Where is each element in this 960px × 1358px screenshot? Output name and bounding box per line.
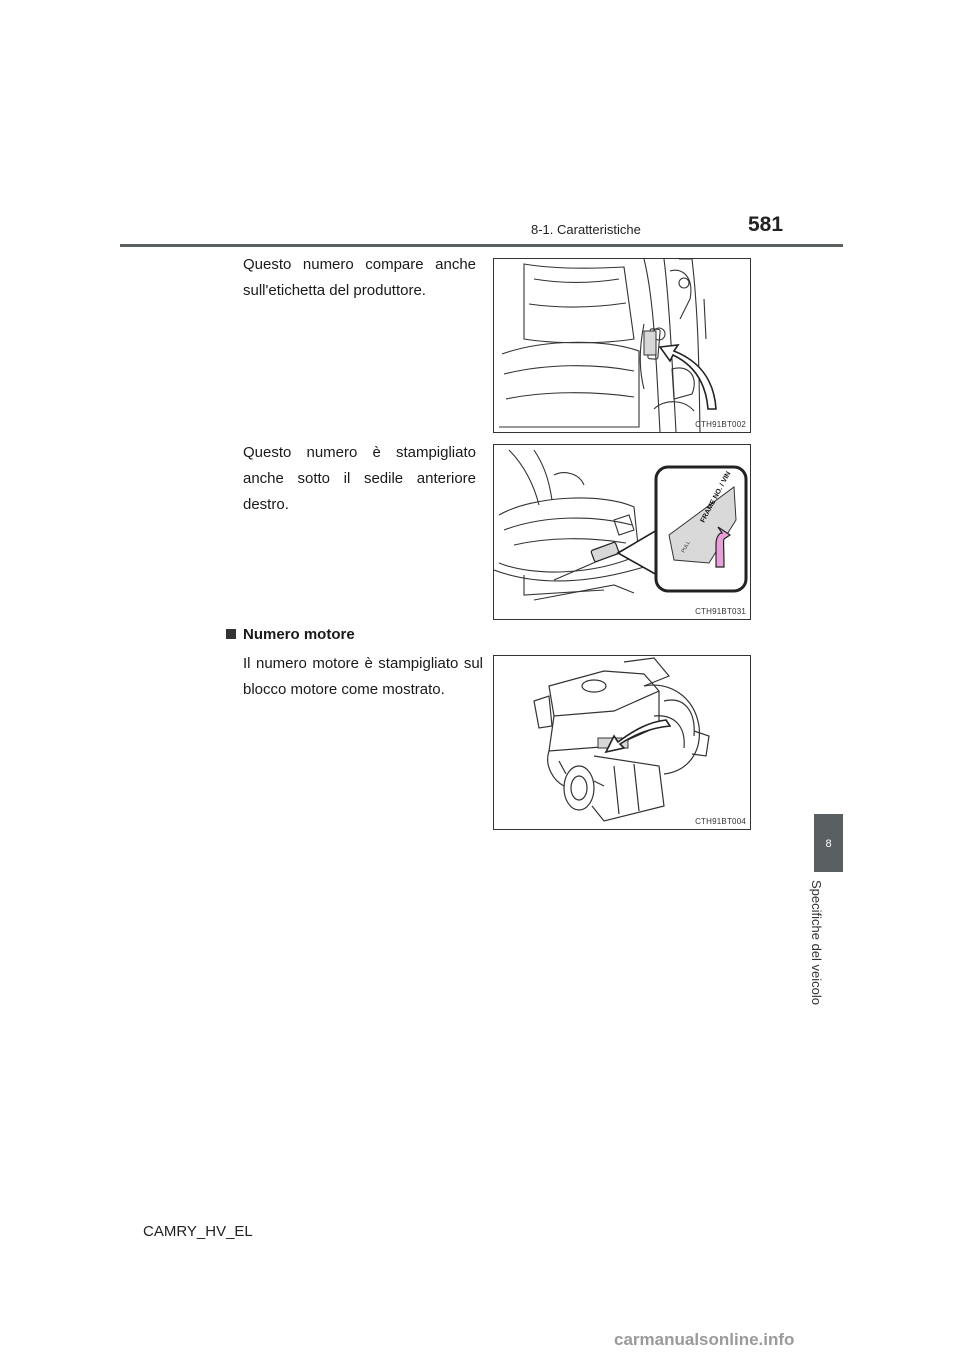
footer-model-code: CAMRY_HV_EL: [143, 1223, 253, 1240]
figure-code: CTH91BT004: [695, 817, 746, 826]
watermark: carmanualsonline.info: [614, 1330, 795, 1349]
section-title: 8-1. Caratteristiche: [531, 222, 641, 237]
engine-illustration: [533, 657, 710, 822]
figure-code: CTH91BT031: [695, 607, 746, 616]
under-seat-figure: FRAME NO. / VIN PULL CTH91BT031: [493, 444, 751, 620]
engine-number-heading: Numero motore: [226, 626, 355, 643]
chapter-tab[interactable]: 8: [814, 814, 843, 872]
pull-text: PULL: [680, 540, 691, 554]
door-pillar-illustration: [499, 259, 717, 432]
engine-paragraph: Il numero motore è stampigliato sul bloc…: [243, 655, 483, 698]
page-number: 581: [748, 213, 784, 236]
figure-code: CTH91BT002: [695, 420, 746, 429]
door-label-paragraph: Questo numero compare anche sull'etichet…: [243, 256, 476, 299]
engine-figure: CTH91BT004: [493, 655, 751, 830]
pull-arrow-icon: [715, 526, 732, 568]
chapter-number: 8: [825, 838, 832, 850]
door-pillar-figure: CTH91BT002: [493, 258, 751, 433]
under-seat-illustration: FRAME NO. / VIN PULL: [494, 449, 748, 601]
chapter-side-title: Specifiche del veicolo: [809, 880, 824, 1006]
square-bullet-icon: [226, 629, 236, 639]
header-rule: [120, 244, 843, 247]
seat-paragraph: Questo numero è stampigliato anche sotto…: [243, 444, 476, 513]
